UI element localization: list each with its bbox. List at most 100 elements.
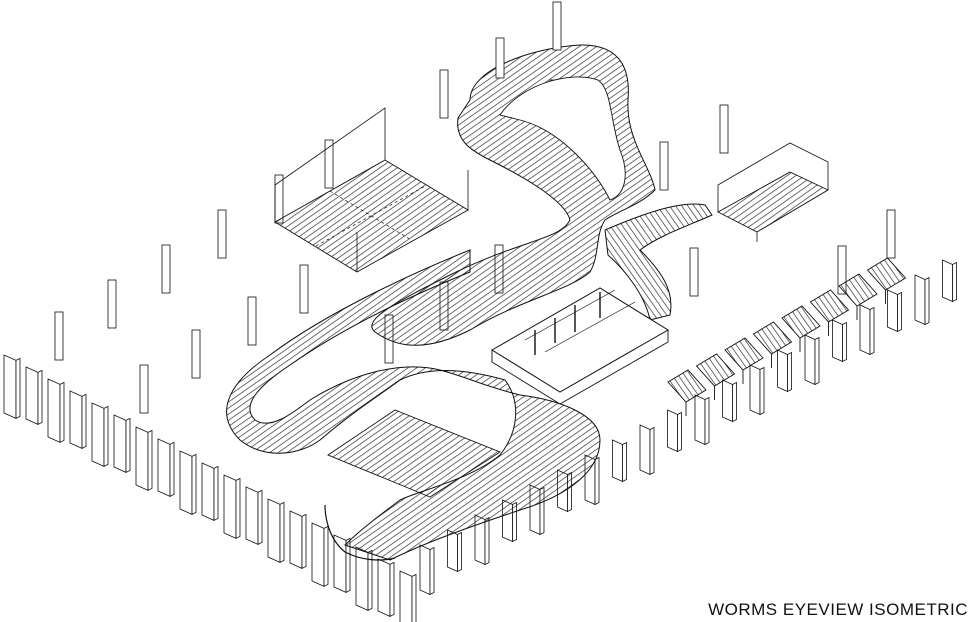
column [54, 311, 64, 361]
perimeter-fence-left [3, 354, 417, 622]
fence-post-left-side [37, 369, 43, 426]
fence-post-left-side [301, 513, 307, 570]
fence-post-right-side [429, 546, 435, 596]
fence-post-right-side [594, 456, 600, 506]
solar-panel [866, 257, 907, 291]
fence-post-left-side [235, 477, 241, 540]
fence-post-left-side [389, 561, 395, 618]
column [324, 139, 334, 189]
solar-panel [809, 289, 850, 323]
fence-post-right-side [457, 531, 462, 573]
fence-post-left [311, 522, 325, 588]
fence-post-right [804, 334, 816, 386]
fence-post-left-side [213, 465, 219, 522]
plaza-slab-lower [327, 409, 501, 498]
fence-post-left-side [125, 417, 131, 474]
solar-panel [724, 337, 764, 371]
fence-post-right-side [704, 396, 710, 446]
fence-post-right [694, 394, 706, 446]
fence-post-left-side [323, 525, 329, 588]
column [439, 69, 449, 119]
fence-post-left [267, 498, 281, 564]
fence-post-left [157, 438, 171, 498]
fence-post-right [749, 364, 761, 416]
fence-post-left [223, 474, 237, 540]
column [299, 264, 309, 314]
station-block [491, 287, 669, 405]
fence-post-right-side [759, 366, 765, 416]
mast-top [495, 1, 562, 79]
fence-post-right-side [897, 291, 902, 333]
fence-post-right [859, 304, 871, 356]
fence-post-left [289, 510, 303, 570]
column [886, 209, 896, 259]
fence-post-right-side [677, 411, 682, 453]
fence-post-left [91, 402, 105, 468]
fence-post-right-side [484, 516, 490, 566]
pavilion-right [717, 142, 829, 242]
fence-post-right [447, 529, 458, 573]
fence-post-right-side [732, 381, 737, 423]
drawing-caption: WORMS EYEVIEW ISOMETRIC [708, 600, 968, 619]
fence-post-right [832, 319, 843, 363]
fence-post-left-side [411, 573, 417, 622]
fence-post-right-side [649, 426, 655, 476]
plaza-slab-upper-left [274, 107, 469, 273]
fence-post-right [667, 409, 678, 453]
solar-panel [667, 369, 707, 403]
fence-post-right [419, 544, 431, 596]
fence-post-left [377, 558, 391, 618]
fence-post-left-side [191, 453, 197, 516]
column [689, 247, 699, 297]
fence-post-left-side [15, 357, 21, 420]
column [837, 245, 847, 295]
fence-post-left [399, 570, 413, 622]
fence-post-right [942, 259, 953, 303]
serpentine-ramp [226, 44, 713, 561]
column [659, 141, 669, 191]
solar-panel [695, 353, 736, 387]
column [161, 244, 171, 294]
column [191, 329, 201, 379]
column [719, 104, 729, 154]
fence-post-right [914, 274, 926, 326]
column [139, 364, 149, 414]
column [247, 296, 257, 346]
fence-post-right-side [622, 441, 627, 483]
fence-post-right [639, 424, 651, 476]
fence-post-right-side [814, 336, 820, 386]
solar-panel [752, 321, 793, 355]
fence-post-left-side [279, 501, 285, 564]
fence-post-left [179, 450, 193, 516]
fence-post-left [47, 378, 61, 444]
solar-panel-array [667, 257, 907, 416]
fence-post-left [333, 534, 347, 594]
fence-post-left-side [345, 537, 351, 594]
fence-post-left [245, 486, 259, 546]
fence-post-right-side [842, 321, 847, 363]
fence-post-left-side [257, 489, 263, 546]
column [217, 209, 227, 259]
perimeter-fence-right [419, 259, 957, 596]
fence-post-left-side [103, 405, 109, 468]
fence-post-left [69, 390, 83, 450]
fence-post-left [3, 354, 17, 420]
fence-post-left [135, 426, 149, 492]
fence-post-left [25, 366, 39, 426]
fence-post-right [612, 439, 623, 483]
fence-post-right [887, 289, 898, 333]
fence-post-left-side [59, 381, 65, 444]
column [107, 279, 117, 329]
fence-post-left-side [147, 429, 153, 492]
fence-post-right [777, 349, 788, 393]
solar-panel [838, 273, 878, 307]
fence-post-right-side [787, 351, 792, 393]
fence-post-left [113, 414, 127, 474]
fence-post-left-side [169, 441, 175, 498]
fence-post-right [722, 379, 733, 423]
solar-panel [781, 305, 821, 339]
fence-post-right-side [924, 276, 930, 326]
fence-post-left-side [81, 393, 87, 450]
fence-post-right-side [869, 306, 875, 356]
